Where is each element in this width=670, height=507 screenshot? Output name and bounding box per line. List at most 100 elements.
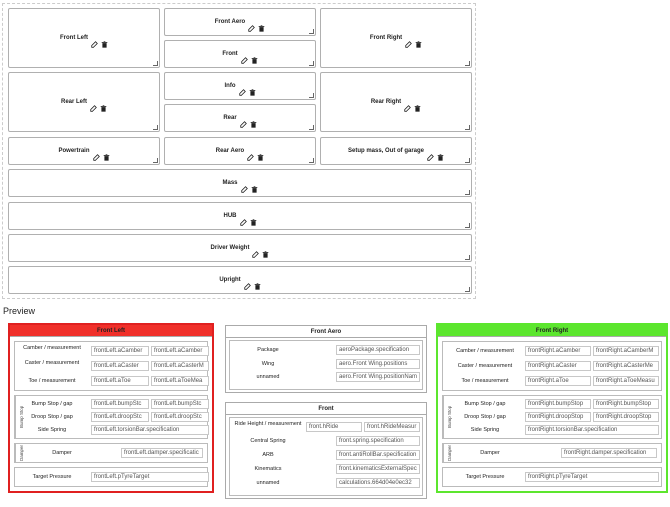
resize-handle[interactable] — [465, 190, 470, 195]
edit-icon[interactable] — [90, 99, 97, 112]
edit-icon[interactable] — [240, 51, 248, 64]
value-field[interactable]: frontLeft.aCamber — [91, 346, 149, 356]
value-field[interactable]: frontRight.aCamber — [525, 346, 591, 356]
layout-box[interactable]: Setup mass, Out of garage — [320, 137, 472, 165]
trash-icon[interactable] — [254, 277, 261, 290]
edit-icon[interactable] — [243, 277, 251, 290]
resize-handle[interactable] — [465, 287, 470, 292]
trash-icon[interactable] — [250, 213, 257, 226]
value-field[interactable]: aero.Front Wing.positions — [336, 358, 420, 369]
value-field[interactable]: front.spring.specification — [336, 436, 420, 446]
trash-icon[interactable] — [103, 148, 110, 161]
value-field[interactable]: frontRight.droopStop — [525, 412, 591, 422]
value-field[interactable]: frontLeft.aCamber — [151, 346, 209, 356]
value-field[interactable]: frontRight.aToe — [525, 376, 591, 386]
layout-box[interactable]: Front Aero — [164, 8, 316, 36]
value-field[interactable]: front.antiRollBar.specification — [336, 450, 420, 460]
value-field[interactable]: frontRight.bumpStop — [525, 399, 591, 409]
trash-icon[interactable] — [258, 19, 265, 32]
trash-icon[interactable] — [415, 35, 422, 48]
value-field[interactable]: frontLeft.torsionBar.specification — [91, 425, 209, 435]
value-field[interactable]: frontLeft.droopStc — [91, 412, 149, 422]
layout-box[interactable]: Rear Right — [320, 72, 472, 132]
edit-icon[interactable] — [405, 35, 413, 48]
value-field[interactable]: frontRight.damper.specification — [561, 448, 657, 458]
resize-handle[interactable] — [465, 61, 470, 66]
value-field[interactable]: frontLeft.aToe — [91, 376, 149, 386]
value-field[interactable]: front.hRide — [306, 422, 362, 432]
layout-box[interactable]: Rear Aero — [164, 137, 316, 165]
resize-handle[interactable] — [465, 125, 470, 130]
resize-handle[interactable] — [465, 255, 470, 260]
layout-box-label: Info — [224, 83, 236, 89]
edit-icon[interactable] — [252, 245, 260, 258]
edit-icon[interactable] — [240, 180, 248, 193]
trash-icon[interactable] — [414, 99, 421, 112]
layout-box[interactable]: Rear — [164, 104, 316, 132]
layout-box[interactable]: Powertrain — [8, 137, 160, 165]
edit-icon[interactable] — [238, 83, 246, 96]
trash-icon[interactable] — [100, 99, 107, 112]
trash-icon[interactable] — [437, 148, 444, 161]
value-field[interactable]: frontLeft.aCasterM — [151, 361, 209, 371]
resize-handle[interactable] — [465, 223, 470, 228]
value-field[interactable]: frontLeft.bumpStc — [91, 399, 149, 409]
layout-box-label: Rear — [223, 115, 237, 121]
trash-icon[interactable] — [249, 83, 256, 96]
value-field[interactable]: calculations.664d04e0ec32 — [336, 478, 420, 488]
trash-icon[interactable] — [262, 245, 269, 258]
value-field[interactable]: frontLeft.aToeMea — [151, 376, 209, 386]
value-field[interactable]: frontRight.aToeMeasu — [593, 376, 659, 386]
layout-box[interactable]: Rear Left — [8, 72, 160, 132]
value-field[interactable]: frontRight.torsionBar.specification — [525, 425, 659, 435]
value-field[interactable]: frontLeft.bumpStc — [151, 399, 209, 409]
edit-icon[interactable] — [92, 148, 100, 161]
layout-box[interactable]: Driver Weight — [8, 234, 472, 262]
value-field[interactable]: frontRight.aCamberM — [593, 346, 659, 356]
edit-icon[interactable] — [247, 148, 255, 161]
edit-icon[interactable] — [248, 19, 256, 32]
trash-icon[interactable] — [251, 180, 258, 193]
trash-icon[interactable] — [251, 51, 258, 64]
trash-icon[interactable] — [250, 115, 257, 128]
resize-handle[interactable] — [309, 158, 314, 163]
trash-icon[interactable] — [101, 35, 108, 48]
resize-handle[interactable] — [153, 158, 158, 163]
value-field[interactable]: front.kinematicsExternalSpec — [336, 464, 420, 474]
edit-icon[interactable] — [404, 99, 412, 112]
edit-icon[interactable] — [239, 115, 247, 128]
layout-box[interactable]: Front Left — [8, 8, 160, 68]
layout-box[interactable]: Mass — [8, 169, 472, 197]
value-field[interactable]: aero.Front Wing.positionNam — [336, 372, 420, 382]
layout-box[interactable]: Upright — [8, 266, 472, 294]
value-field[interactable]: aeroPackage.specification — [336, 345, 420, 355]
resize-handle[interactable] — [309, 29, 314, 34]
edit-icon[interactable] — [239, 213, 247, 226]
resize-handle[interactable] — [309, 93, 314, 98]
resize-handle[interactable] — [153, 61, 158, 66]
value-field[interactable]: frontRight.bumpStop — [593, 399, 659, 409]
value-field[interactable]: frontLeft.aCaster — [91, 361, 149, 371]
edit-icon[interactable] — [91, 35, 98, 48]
value-field[interactable]: frontRight.aCasterMe — [593, 361, 659, 371]
layout-box[interactable]: Info — [164, 72, 316, 100]
layout-box[interactable]: HUB — [8, 202, 472, 230]
value-field[interactable]: frontRight.aCaster — [525, 361, 591, 371]
value-field[interactable]: frontLeft.pTyreTarget — [91, 472, 209, 482]
value-field[interactable]: frontLeft.damper.specificatic — [121, 448, 203, 458]
value-field[interactable]: frontRight.pTyreTarget — [525, 472, 659, 482]
edit-icon[interactable] — [427, 148, 434, 161]
value-field[interactable]: frontLeft.droopStc — [151, 412, 209, 422]
resize-handle[interactable] — [153, 125, 158, 130]
trash-icon[interactable] — [257, 148, 264, 161]
resize-handle[interactable] — [465, 158, 470, 163]
row-label: Target Pressure — [32, 474, 72, 480]
layout-box[interactable]: Front Right — [320, 8, 472, 68]
layout-box[interactable]: Front — [164, 40, 316, 68]
resize-handle[interactable] — [309, 125, 314, 130]
value-field[interactable]: front.hRideMeasur — [364, 422, 420, 432]
row-label: Wing — [261, 360, 275, 367]
resize-handle[interactable] — [309, 61, 314, 66]
value-field[interactable]: frontRight.droopStop — [593, 412, 659, 422]
